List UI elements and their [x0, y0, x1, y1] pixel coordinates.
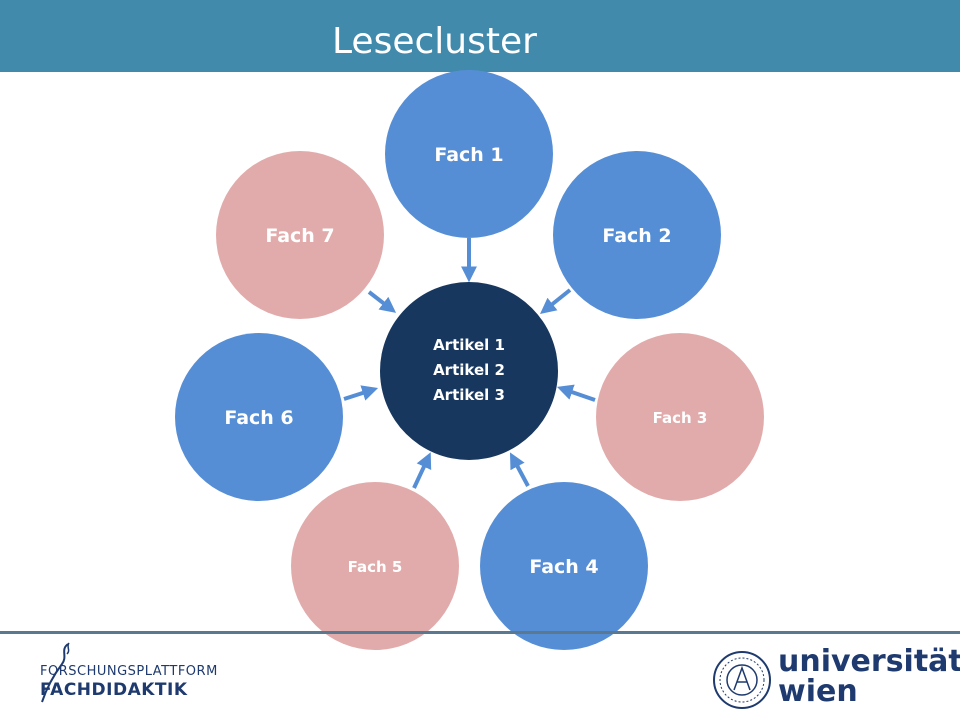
edge-fach-2 [540, 288, 572, 314]
logo-right-line2: wien [778, 674, 858, 709]
swirl-icon [41, 642, 70, 703]
node-label-fach-4: Fach 4 [529, 556, 598, 578]
edge-fach-6 [343, 385, 379, 401]
node-fach-1: Fach 1 [385, 70, 553, 238]
center-node: Artikel 1 Artikel 2 Artikel 3 [380, 282, 558, 460]
node-fach-3: Fach 3 [596, 333, 764, 501]
university-seal-icon [713, 651, 771, 709]
logo-right-line1: universität [778, 644, 960, 679]
edge-fach-5 [412, 452, 432, 489]
node-label-fach-6: Fach 6 [224, 407, 293, 429]
center-line-1: Artikel 1 [433, 336, 505, 354]
node-fach-5: Fach 5 [291, 482, 459, 650]
node-fach-6: Fach 6 [175, 333, 343, 501]
logo-left-line1: FORSCHUNGSPLATTFORM [40, 664, 218, 679]
node-label-fach-1: Fach 1 [434, 144, 503, 166]
logo-left-line2: FACHDIDAKTIK [40, 680, 188, 700]
node-fach-7: Fach 7 [216, 151, 384, 319]
node-label-fach-3: Fach 3 [653, 409, 708, 427]
node-fach-2: Fach 2 [553, 151, 721, 319]
slide-title: Lesecluster [332, 21, 537, 62]
node-label-fach-7: Fach 7 [265, 225, 334, 247]
edge-fach-3 [556, 384, 596, 402]
node-label-fach-2: Fach 2 [602, 225, 671, 247]
node-label-fach-5: Fach 5 [348, 558, 403, 576]
center-line-2: Artikel 2 [433, 361, 505, 379]
footer-divider [0, 631, 960, 634]
header-bar [0, 0, 960, 72]
edge-fach-4 [509, 452, 530, 487]
node-fach-4: Fach 4 [480, 482, 648, 650]
center-line-3: Artikel 3 [433, 386, 505, 404]
edge-fach-7 [367, 290, 397, 313]
